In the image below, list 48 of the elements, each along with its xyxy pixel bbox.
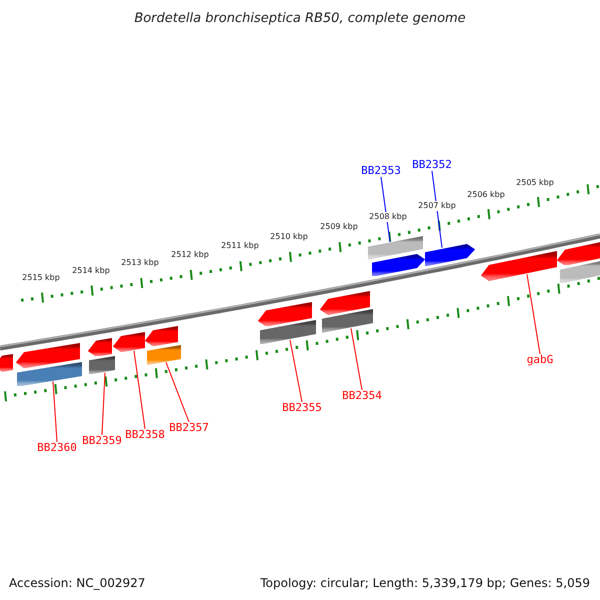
gene-label: BB2360	[37, 441, 77, 454]
gene-label: BB2357	[169, 421, 209, 434]
gene-feature	[372, 254, 425, 276]
map-title: Bordetella bronchiseptica RB50, complete genome	[133, 10, 467, 28]
scale-label: 2514 kbp	[71, 266, 111, 276]
gene-label: BB2352	[412, 158, 452, 171]
gene-feature	[481, 251, 557, 282]
gene-label: gabG	[526, 353, 554, 366]
gene-feature	[88, 338, 112, 356]
gene-feature	[320, 290, 370, 315]
gene-feature	[0, 354, 13, 372]
gene-feature	[557, 240, 600, 266]
gene-feature	[258, 302, 312, 326]
gene-label: BB2355	[282, 401, 322, 414]
gene-label: BB2353	[361, 164, 401, 177]
leader-line	[432, 170, 442, 248]
scale-label: 2506 kbp	[466, 190, 506, 200]
gene-feature	[145, 326, 178, 346]
gene-bar	[560, 260, 600, 284]
scale-label: 2512 kbp	[170, 250, 210, 260]
scale-label: 2507 kbp	[417, 201, 457, 212]
gene-feature	[425, 244, 475, 266]
gene-bar	[89, 356, 115, 374]
leader-line	[134, 350, 146, 430]
leader-line	[526, 274, 540, 354]
gene-label: BB2359	[82, 434, 122, 447]
gene-label: BB2354	[342, 389, 382, 402]
gene-bar	[17, 362, 82, 386]
footer-text: Topology: circular; Length: 5,339,179 bp; Genes: 5,059	[260, 575, 590, 592]
scale-label: 2511 kbp	[220, 241, 260, 252]
gene-bar	[322, 309, 373, 333]
leader-line	[350, 328, 362, 390]
scale-label: 2513 kbp	[120, 258, 160, 268]
gene-feature	[16, 342, 80, 368]
footer-text: Accession: NC_002927	[9, 575, 146, 592]
scale-label: 2509 kbp	[319, 222, 359, 232]
gene-bar	[147, 344, 181, 364]
gene-bar	[260, 320, 316, 344]
leader-line	[290, 339, 302, 402]
leader-line	[166, 362, 190, 422]
scale-label: 2510 kbp	[269, 232, 309, 242]
gene-feature	[113, 332, 145, 352]
scale-label: 2515 kbp	[21, 272, 61, 283]
leader-line	[52, 380, 58, 442]
gene-label: BB2358	[125, 428, 165, 441]
scale-label: 2508 kbp	[368, 212, 408, 222]
scale-label: 2505 kbp	[515, 178, 555, 188]
leader-line	[102, 372, 106, 436]
